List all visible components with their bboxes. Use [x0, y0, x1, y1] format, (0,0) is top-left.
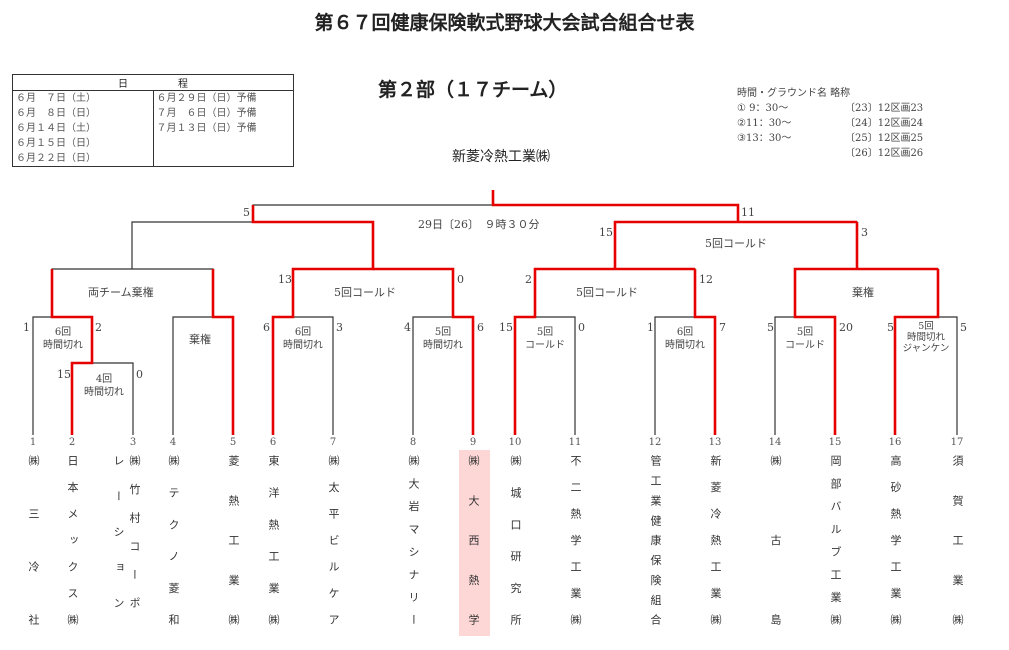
semifinal-left	[131, 221, 374, 269]
score: 11	[741, 206, 755, 219]
match-note: 5回 時間切れ ジャンケン	[902, 321, 950, 354]
team-name: ㈱テクノ菱和	[167, 455, 180, 625]
match-note: 4回 時間切れ	[84, 374, 124, 398]
match-note: 6回 時間切れ	[283, 327, 323, 351]
team-number: 8	[409, 437, 417, 448]
team-name: 東洋熱工業㈱	[267, 455, 280, 625]
team-name: ㈱大岩マシナリー	[407, 455, 420, 625]
score: 5	[243, 206, 250, 219]
team-name: ㈱大西熱学	[467, 455, 480, 625]
team-name: 新菱冷熱工業㈱	[709, 455, 722, 625]
score: 13	[278, 273, 292, 286]
score: 0	[136, 368, 143, 381]
team-name: 高砂熱学工業㈱	[889, 455, 902, 625]
legend-header: 時間・グラウンド名 略称	[737, 88, 851, 99]
match-note: 5回コールド	[576, 286, 638, 299]
reserve-date: ７月 ６日（日）予備	[156, 108, 257, 119]
team-number: 6	[269, 437, 277, 448]
highlight-team-9	[459, 450, 490, 636]
schedule-table: 日 程 ６月 ７日（土） ６月 ８日（日） ６月１４日（土） ６月１５日（日） …	[12, 74, 294, 167]
match-note: 6回 時間切れ	[665, 327, 705, 351]
team-number: 15	[828, 437, 842, 448]
team-name: 菱熱工業㈱	[227, 455, 240, 625]
team-number: 13	[708, 437, 722, 448]
score: 2	[525, 273, 532, 286]
team-number: 4	[169, 437, 177, 448]
score: 6	[477, 321, 484, 334]
team-name: ㈱古島	[769, 455, 782, 625]
score: 0	[578, 321, 585, 334]
match-note: 棄権	[852, 286, 874, 299]
team-number: 5	[229, 437, 237, 448]
score: 12	[699, 273, 713, 286]
team-name: ㈱太平ビルケア	[327, 455, 340, 625]
legend-ground: 〔24〕12区画24	[845, 118, 924, 129]
reserve-date: ７月１３日（日）予備	[156, 123, 257, 134]
score: 6	[263, 321, 270, 334]
team-number: 16	[888, 437, 902, 448]
match-note: 5回 コールド	[525, 327, 565, 351]
legend-ground: 〔23〕12区画23	[845, 103, 924, 114]
match-note: 5回 時間切れ	[423, 327, 463, 351]
team-name: 不二熱学工業㈱	[569, 455, 582, 625]
time-ground-legend: 時間・グラウンド名 略称 ① 9：30〜〔23〕12区画23 ②11：30〜〔2…	[737, 86, 923, 161]
score: 15	[599, 226, 613, 239]
team-number: 2	[68, 437, 76, 448]
schedule-date: ６月 ８日（日）	[16, 108, 96, 119]
schedule-date: ６月１５日（日）	[16, 138, 96, 149]
match-note: 棄権	[189, 333, 211, 346]
team-number: 14	[768, 437, 782, 448]
champion-name: 新菱冷熱工業㈱	[452, 149, 550, 165]
score: 15	[499, 321, 513, 334]
legend-ground: 〔26〕12区画26	[845, 148, 924, 159]
team-name: 岡部バルブ工業㈱	[829, 455, 842, 625]
legend-time: ① 9：30〜	[737, 103, 789, 114]
score: 15	[57, 368, 71, 381]
division-title: 第２部（１７チーム）	[378, 79, 568, 101]
team-number: 10	[508, 437, 522, 448]
team-name: 須賀工業㈱	[951, 455, 964, 625]
score: 5	[767, 321, 774, 334]
match-note: 5回コールド	[705, 237, 767, 250]
team-number: 1	[29, 437, 37, 448]
reserve-date: ６月２９日（日）予備	[156, 93, 257, 104]
team-number: 12	[648, 437, 662, 448]
team-number: 3	[129, 437, 137, 448]
legend-ground: 〔25〕12区画25	[845, 133, 924, 144]
match-note: 5回コールド	[334, 286, 396, 299]
team-name: ㈱三冷社	[27, 455, 40, 625]
bracket-winner-path	[50, 190, 940, 435]
score: 3	[336, 321, 343, 334]
score: 1	[647, 321, 654, 334]
bracket-black	[32, 204, 958, 435]
score: 1	[23, 321, 30, 334]
schedule-date: ６月１４日（土）	[16, 123, 96, 134]
match-note: 両チーム棄権	[88, 286, 154, 299]
team-name: ㈱竹村コーポレーション	[112, 455, 141, 625]
team-number: 7	[329, 437, 337, 448]
team-number: 11	[568, 437, 582, 448]
score: 5	[887, 321, 894, 334]
legend-time: ②11：30〜	[737, 118, 792, 129]
legend-time: ③13：30〜	[737, 133, 792, 144]
score: 5	[960, 321, 967, 334]
team-number: 9	[469, 437, 477, 448]
score: 4	[404, 321, 411, 334]
team-number: 17	[950, 437, 964, 448]
score: 3	[861, 226, 868, 239]
score: 20	[839, 321, 853, 334]
team-name: 管工業健康保険組合	[649, 455, 662, 625]
page-title: 第６７回健康保険軟式野球大会試合組合せ表	[314, 12, 695, 34]
score: 0	[457, 273, 464, 286]
team-name: ㈱城口研究所	[509, 455, 522, 625]
score: 7	[719, 321, 726, 334]
final-info: 29日〔26〕 ９時３０分	[418, 218, 540, 231]
schedule-date: ６月 ７日（土）	[16, 93, 96, 104]
match-note: 5回 コールド	[785, 327, 825, 351]
schedule-date: ６月２２日（日）	[16, 153, 96, 164]
match-note: 6回 時間切れ	[43, 327, 83, 351]
score: 2	[95, 321, 102, 334]
team-name: 日本メックス㈱	[66, 455, 79, 625]
